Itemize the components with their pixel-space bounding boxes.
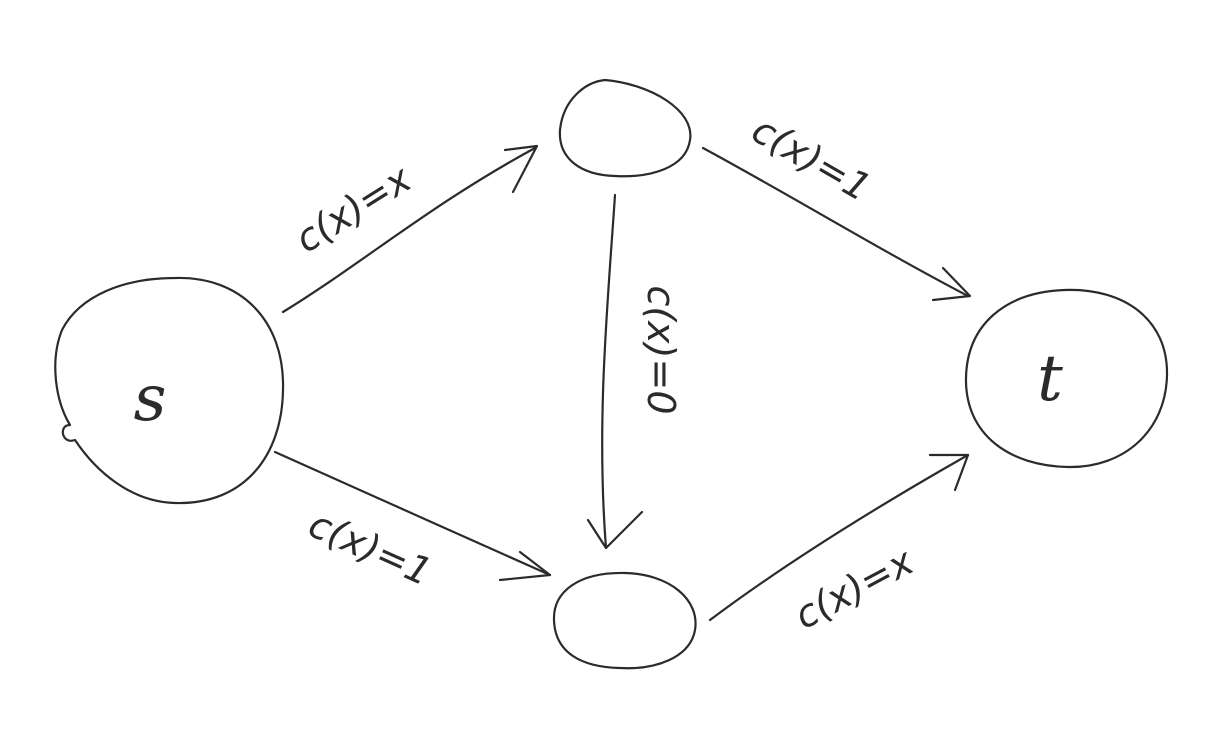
- edge-s-bottom-line: [273, 450, 552, 577]
- edge-top-bottom-arrowhead: [586, 510, 644, 550]
- edge-s-top-line: [281, 146, 537, 314]
- edge-top-t-label: c(x)=1: [745, 107, 879, 210]
- edge-top-bottom-line: [601, 193, 617, 550]
- edge-top-bottom-label: c(x)=0: [639, 285, 683, 414]
- node-bottom-circle: [552, 571, 697, 670]
- edge-bottom-t-line: [708, 453, 970, 622]
- node-t-label: t: [1037, 342, 1063, 416]
- node-s-circle: [54, 276, 285, 505]
- edge-s-bottom-arrowhead: [498, 550, 552, 582]
- edge-bottom-t-label: c(x)=x: [787, 539, 921, 638]
- node-s-label: s: [134, 362, 167, 436]
- node-t-circle: [964, 288, 1169, 469]
- edge-top-t-line: [701, 146, 970, 298]
- node-top-circle: [558, 78, 692, 178]
- edge-s-top-arrowhead: [503, 144, 539, 194]
- edge-s-top-label: c(x)=x: [287, 156, 419, 261]
- edge-top-t-arrowhead: [931, 266, 972, 302]
- edge-bottom-t-arrowhead: [928, 453, 970, 492]
